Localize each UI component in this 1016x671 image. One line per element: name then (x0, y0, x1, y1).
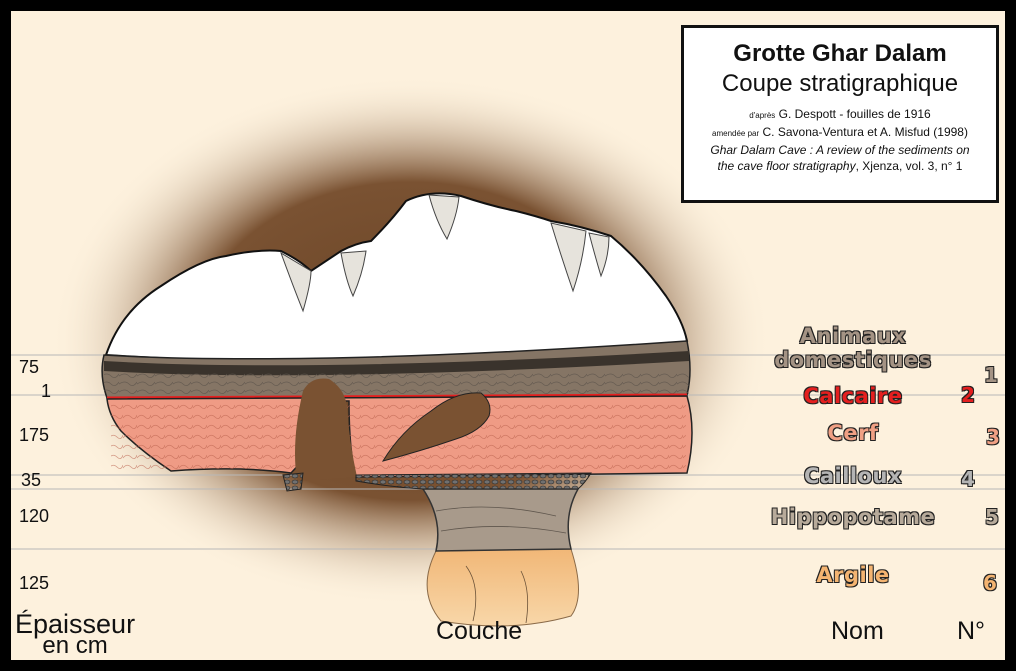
layer-name-line: Animaux (703, 324, 1003, 348)
thickness-label: 35 (21, 470, 111, 491)
reference-line: Ghar Dalam Cave : A review of the sedime… (684, 142, 996, 158)
layer-name-argile: Argile (703, 563, 1003, 587)
column-header-layer: Couche (436, 617, 522, 646)
column-header-number: N° (957, 617, 985, 646)
credit-text: G. Despott - fouilles de 1916 (779, 107, 931, 121)
subtitle: Coupe stratigraphique (684, 70, 996, 98)
title-box: Grotte Ghar Dalam Coupe stratigraphique … (681, 25, 999, 203)
credit-line: d'après G. Despott - fouilles de 1916 (684, 106, 996, 124)
figure-panel: 75 1 175 35 120 125 Animaux domestiques … (11, 11, 1005, 660)
thickness-label: 75 (19, 357, 109, 378)
credit-text: C. Savona-Ventura et A. Misfud (1998) (763, 125, 968, 139)
layer-number: 5 (985, 505, 999, 529)
layer-name-line: domestiques (703, 348, 1003, 372)
layer-name-calcaire: Calcaire (703, 384, 1003, 408)
thickness-label: 120 (19, 506, 109, 527)
thickness-label: 125 (19, 573, 109, 594)
title: Grotte Ghar Dalam (684, 40, 996, 68)
layer-number: 4 (961, 467, 975, 491)
reference-italic: the cave floor stratigraphy (718, 159, 856, 173)
layer-name-animaux-domestiques: Animaux domestiques (703, 324, 1003, 372)
credit-prefix: amendée par (712, 129, 759, 138)
layer-cailloux (356, 473, 591, 489)
layer-name-hippopotame: Hippopotame (703, 505, 1003, 529)
thickness-label: 1 (41, 381, 131, 402)
reference-line: the cave floor stratigraphy, Xjenza, vol… (684, 158, 996, 174)
credit-line: amendée par C. Savona-Ventura et A. Misf… (684, 124, 996, 142)
layer-number: 1 (984, 363, 998, 387)
layer-number: 6 (983, 571, 997, 595)
layer-hippopotame (423, 489, 578, 551)
thickness-label: 175 (19, 425, 109, 446)
layer-argile (427, 549, 578, 626)
credit-prefix: d'après (749, 111, 775, 120)
column-header-thickness: Épaisseur en cm (15, 613, 135, 657)
layer-name-cerf: Cerf (703, 421, 1003, 445)
layer-number: 3 (986, 425, 1000, 449)
column-header-name: Nom (831, 617, 884, 646)
layer-name-cailloux: Cailloux (703, 464, 1003, 488)
reference-tail: , Xjenza, vol. 3, n° 1 (856, 159, 963, 173)
layer-number: 2 (961, 383, 975, 407)
